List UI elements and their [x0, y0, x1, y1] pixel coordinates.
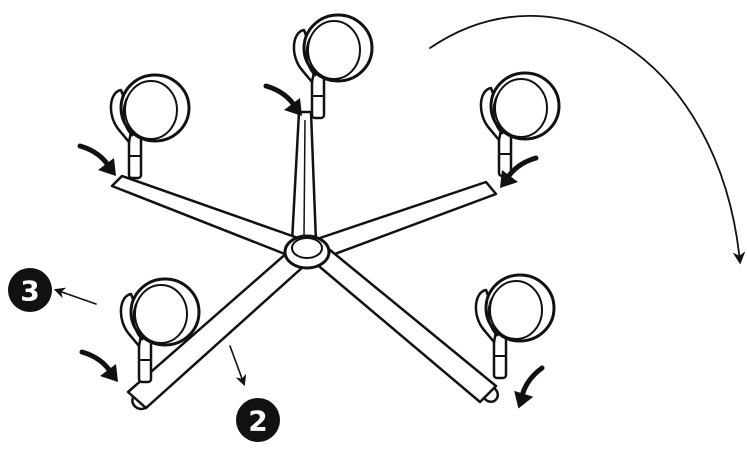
step-badge: 2 [236, 398, 280, 442]
step-number: 2 [248, 405, 267, 438]
direction-arrow-icon [53, 287, 97, 305]
rotation-arrow-icon [429, 15, 746, 265]
press-arrow-icon [82, 352, 118, 382]
press-arrow-icon [80, 146, 116, 176]
step-number: 3 [20, 275, 39, 308]
press-arrow-icon [508, 368, 552, 409]
press-arrow-icon [266, 86, 302, 116]
caster-wheel-icon [479, 71, 561, 178]
base-leg-top [290, 110, 318, 244]
base-leg-right [318, 180, 498, 260]
step-badge: 3 [8, 268, 52, 312]
center-hub [283, 234, 331, 270]
direction-arrow-icon [229, 345, 247, 387]
base-leg-lower-right [312, 248, 500, 404]
caster-wheel-icon [292, 13, 374, 120]
caster-wheel-icon [109, 73, 191, 180]
caster-wheel-icon [474, 273, 556, 380]
base-leg-left [110, 174, 300, 258]
